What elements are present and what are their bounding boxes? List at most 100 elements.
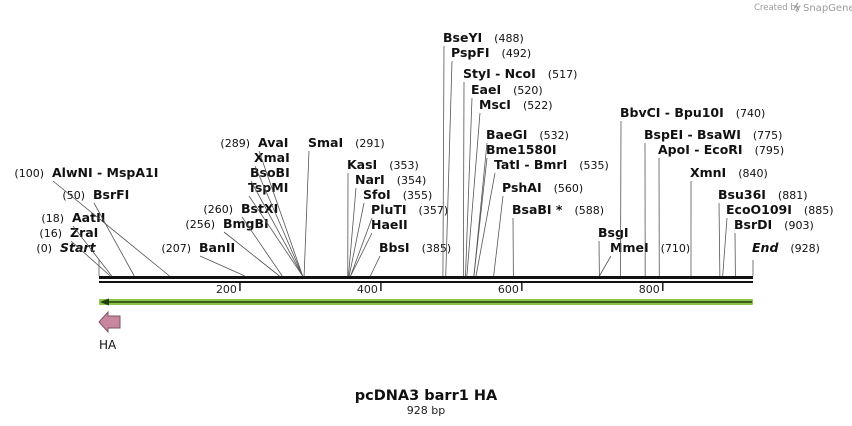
- enzyme-position: (840): [738, 167, 768, 180]
- enzyme-name: PshAI: [502, 180, 542, 195]
- enzyme-position: (775): [753, 129, 783, 142]
- enzyme-sites: Start(0)ZraI(16)AatII(18)BsrFI(50)AlwNI …: [14, 30, 834, 277]
- ruler-tick-label: 400: [357, 283, 378, 296]
- enzyme-site[interactable]: TspMI: [248, 180, 304, 277]
- enzyme-position: (532): [539, 129, 569, 142]
- enzyme-name: HaeII: [371, 217, 408, 232]
- cut-site-line: [722, 217, 728, 277]
- ha-feature-arrow-icon[interactable]: [98, 310, 121, 334]
- enzyme-name: Bsu36I: [718, 187, 766, 202]
- enzyme-site[interactable]: BbvCI - Bpu10I(740): [620, 105, 766, 277]
- enzyme-name: MmeI: [610, 240, 649, 255]
- enzyme-position: (385): [422, 242, 452, 255]
- cut-site-line: [248, 195, 304, 277]
- enzyme-site[interactable]: AatII (18): [41, 210, 113, 277]
- enzyme-site[interactable]: MscI(522): [466, 97, 553, 277]
- enzyme-site[interactable]: BsaBI *(588): [512, 202, 604, 277]
- cut-site-line: [241, 216, 283, 277]
- enzyme-site[interactable]: NarI(354): [348, 172, 426, 277]
- enzyme-name: ApoI - EcoRI: [658, 142, 743, 157]
- credit-text: Created by: [754, 3, 801, 13]
- enzyme-position: (903): [784, 219, 814, 232]
- enzyme-site[interactable]: TatI - BmrI (535): [475, 157, 609, 277]
- enzyme-position: (517): [548, 68, 578, 81]
- enzyme-name: BaeGI: [486, 127, 527, 142]
- enzyme-position: (795): [755, 144, 785, 157]
- enzyme-site[interactable]: PspFI(492): [445, 45, 531, 277]
- enzyme-site[interactable]: BmgBI(256): [185, 216, 280, 277]
- enzyme-name: PluTI: [371, 202, 407, 217]
- enzyme-name: XmnI: [690, 165, 726, 180]
- enzyme-site[interactable]: XmnI (840): [690, 165, 768, 277]
- enzyme-site[interactable]: BsrDI(903): [734, 217, 814, 277]
- orf-arrow[interactable]: [99, 298, 753, 306]
- cut-site-line: [350, 232, 373, 277]
- enzyme-position: (520): [513, 84, 543, 97]
- enzyme-site[interactable]: ApoI - EcoRI (795): [658, 142, 785, 277]
- enzyme-name: BsoBI: [250, 165, 290, 180]
- map-title: pcDNA3 barr1 HA: [355, 388, 498, 404]
- enzyme-site[interactable]: BsrFI (50): [62, 187, 135, 277]
- cut-site-line: [254, 165, 304, 277]
- enzyme-site[interactable]: Bsu36I (881): [718, 187, 808, 277]
- enzyme-name: KasI: [347, 157, 377, 172]
- cut-site-line: [52, 180, 170, 277]
- enzyme-position: (50): [62, 189, 85, 202]
- enzyme-site[interactable]: ZraI(16): [39, 225, 111, 277]
- enzyme-name: BanII: [199, 240, 235, 255]
- enzyme-site[interactable]: BbsI (385): [369, 240, 452, 277]
- enzyme-name: BsaBI *: [512, 202, 563, 217]
- enzyme-name: BbsI: [379, 240, 410, 255]
- enzyme-position: (740): [736, 107, 766, 120]
- enzyme-position: (881): [778, 189, 808, 202]
- cut-site-line: [258, 150, 304, 277]
- enzyme-name: BstXI: [241, 201, 278, 216]
- enzyme-site[interactable]: End(928): [752, 240, 820, 276]
- cut-site-line: [250, 180, 304, 277]
- enzyme-position: (291): [355, 137, 385, 150]
- cut-site-line: [599, 255, 612, 277]
- enzyme-site[interactable]: MmeI(710): [599, 240, 690, 277]
- enzyme-name: TatI - BmrI: [494, 157, 567, 172]
- enzyme-site[interactable]: BsoBI: [250, 165, 304, 277]
- enzyme-name: BsrFI: [93, 187, 129, 202]
- enzyme-site[interactable]: HaeII: [350, 217, 408, 277]
- enzyme-site[interactable]: BspEI - BsaWI(775): [644, 127, 783, 277]
- enzyme-position: (535): [579, 159, 609, 172]
- enzyme-site[interactable]: SmaI(291): [303, 135, 385, 277]
- enzyme-site[interactable]: Bme1580I: [473, 142, 557, 277]
- enzyme-site[interactable]: PshAI(560): [493, 180, 584, 277]
- enzyme-position: (18): [41, 212, 64, 225]
- cut-site-line: [462, 81, 465, 277]
- enzyme-name: AlwNI - MspA1I: [52, 165, 158, 180]
- enzyme-site[interactable]: BseYI(488): [442, 30, 524, 277]
- enzyme-position: (100): [14, 167, 44, 180]
- cut-site-line: [442, 45, 445, 277]
- enzyme-site[interactable]: PluTI(357): [350, 202, 449, 277]
- cut-site-line: [718, 202, 721, 277]
- enzyme-site[interactable]: SfoI(355): [348, 187, 432, 277]
- backbone-bottom-strand: [99, 281, 753, 283]
- enzyme-name: Bme1580I: [486, 142, 556, 157]
- enzyme-site[interactable]: StyI - NcoI (517): [462, 66, 578, 277]
- enzyme-site[interactable]: BstXI(260): [203, 201, 283, 277]
- enzyme-site[interactable]: BanII(207): [161, 240, 246, 277]
- enzyme-site[interactable]: AlwNI - MspA1I (100): [14, 165, 170, 277]
- map-length: 928 bp: [407, 404, 445, 417]
- enzyme-name: BsgI: [598, 225, 629, 240]
- enzyme-site[interactable]: EaeI(520): [465, 82, 543, 277]
- cut-site-line: [70, 240, 111, 277]
- enzyme-name: StyI - NcoI: [463, 66, 536, 81]
- ruler-tick-label: 800: [639, 283, 660, 296]
- cut-site-line: [473, 157, 488, 277]
- enzyme-site[interactable]: AvaI(289): [220, 135, 304, 277]
- enzyme-position: (256): [185, 218, 215, 231]
- enzyme-site[interactable]: KasI (353): [347, 157, 419, 277]
- enzyme-site[interactable]: EcoO109I(885): [722, 202, 834, 277]
- enzyme-position: (353): [389, 159, 419, 172]
- enzyme-position: (885): [804, 204, 834, 217]
- cut-site-line: [369, 255, 381, 277]
- enzyme-name: AatII: [72, 210, 105, 225]
- feature-ha[interactable]: HA: [98, 310, 121, 352]
